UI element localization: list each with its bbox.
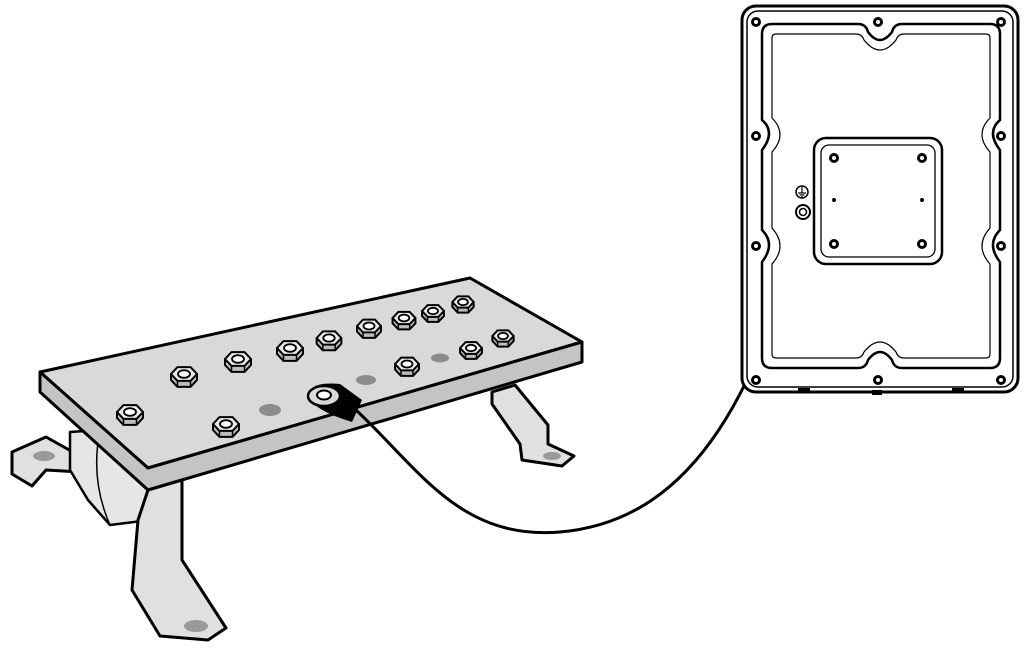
busbar-plate-edge — [38, 340, 584, 492]
busbar-hole — [431, 353, 449, 363]
screw-icon — [996, 17, 1006, 27]
hex-nut-icon — [459, 341, 483, 360]
screw-icon — [873, 17, 883, 27]
screw-icon — [996, 375, 1006, 385]
screw-icon — [917, 239, 927, 249]
screw-icon — [829, 239, 839, 249]
busbar-nuts — [116, 295, 515, 438]
busbar-front-bracket — [130, 478, 228, 642]
hex-nut-icon — [116, 404, 144, 426]
ground-stud — [795, 204, 811, 220]
ground-symbol-icon — [795, 185, 809, 199]
busbar-hole — [259, 404, 281, 416]
busbar-right-bracket — [490, 383, 576, 468]
hex-nut-icon — [391, 310, 417, 331]
screw-icon — [751, 131, 761, 141]
ground-busbar — [10, 276, 584, 642]
hex-nut-icon — [451, 295, 475, 314]
screw-icon — [996, 241, 1006, 251]
screw-icon — [829, 153, 839, 163]
busbar-hole — [356, 375, 376, 385]
hex-nut-icon — [212, 416, 240, 438]
ring-terminal — [306, 383, 362, 422]
hex-nut-icon — [491, 329, 515, 348]
busbar-holes — [259, 353, 449, 416]
hex-nut-icon — [224, 351, 252, 373]
screw-icon — [751, 241, 761, 251]
enclosure-screws — [751, 17, 1006, 385]
hex-nut-icon — [421, 304, 445, 323]
enclosure-mount-plate — [812, 136, 944, 266]
screw-icon — [873, 375, 883, 385]
screw-icon — [917, 153, 927, 163]
enclosure-gasket-groove — [760, 22, 1002, 370]
enclosure-back-panel — [740, 4, 1020, 395]
screw-icon — [751, 375, 761, 385]
hex-nut-icon — [394, 356, 420, 377]
screw-icon — [751, 17, 761, 27]
hex-nut-icon — [315, 330, 343, 352]
screw-icon — [996, 131, 1006, 141]
hex-nut-icon — [170, 366, 198, 388]
hex-nut-icon — [356, 318, 382, 339]
hex-nut-icon — [276, 340, 304, 362]
